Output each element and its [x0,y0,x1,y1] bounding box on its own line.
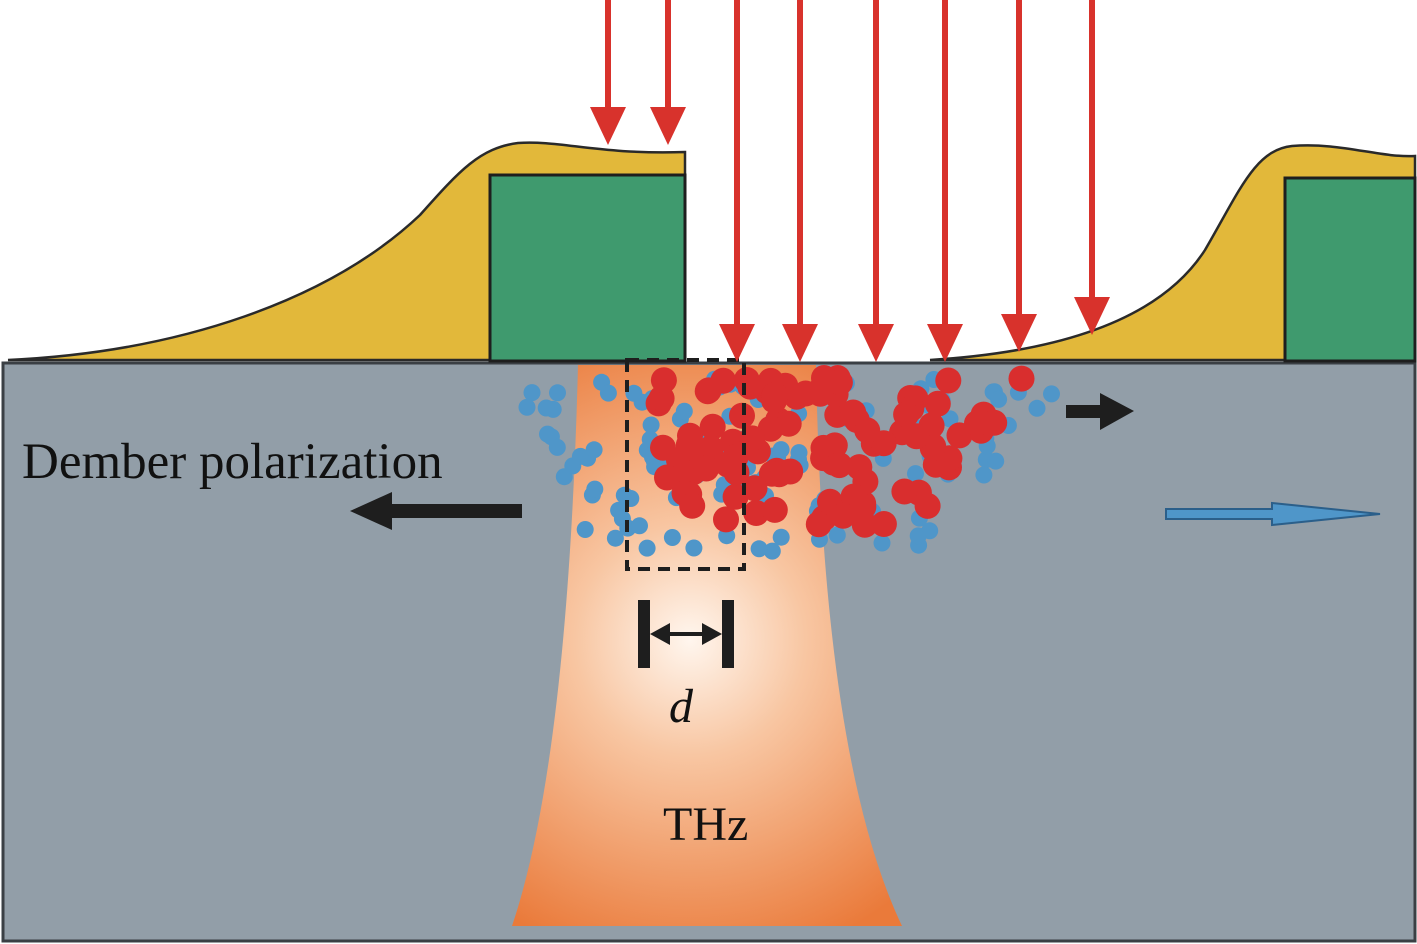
electron-dot [699,413,726,440]
hole-dot [625,384,643,402]
hole-dot [663,529,681,546]
hole-dot [518,398,536,416]
hole-dot [1043,385,1060,403]
hole-dot [941,410,959,428]
hole-dot [685,539,703,557]
laser-arrow [719,0,755,362]
hole-dot [1028,399,1046,417]
thz-emission-beam [512,365,902,926]
electron-dot [766,461,793,488]
left-metal-contact [488,173,687,363]
hole-dot [750,540,768,558]
hole-dot [909,527,927,545]
hole-dot [548,438,566,456]
laser-arrow [782,0,818,362]
electron-drift-arrow [1066,393,1134,430]
left-field-profile [7,141,687,362]
electron-dot [914,492,941,519]
electron-dot [981,409,1008,436]
gap-d-label: d [669,680,694,733]
thz-label: THz [663,798,748,851]
laser-arrow [1074,0,1110,335]
dember-region-box [625,358,746,571]
electron-dot [761,496,788,523]
electron-dot [924,390,951,417]
electron-dot [821,432,848,459]
hole-dot [576,521,594,538]
electron-dot [826,369,853,396]
hole-dot [873,534,891,552]
laser-excitation-arrows [590,0,1110,362]
hole-dot [571,447,589,465]
laser-arrow [1001,0,1037,352]
hole-dot [990,390,1008,408]
hole-dot [585,441,603,459]
electron-dot [741,475,768,502]
hole-dot [675,402,693,420]
hole-dot [772,441,790,459]
right-electrode [929,144,1417,363]
hole-dot [987,452,1005,470]
electron-dot [903,423,930,450]
electron-dot [851,511,878,538]
hole-dot [622,490,640,507]
electron-dot [650,367,677,394]
hole-dot [606,529,624,547]
electron-dot [840,399,867,426]
hole-dot [638,539,656,557]
electron-dot [650,434,676,461]
hole-dot [975,466,993,484]
hole-dot [828,526,846,544]
electron-dot [677,422,703,449]
electron-dot [729,402,755,429]
electron-dot [805,378,832,405]
electron-dot [761,382,788,409]
electron-dot [840,483,867,510]
left-electrode [7,141,687,363]
polarization-arrow-left [350,492,522,530]
right-metal-contact [1283,176,1417,363]
dember-polarization-label: Dember polarization [22,434,443,490]
laser-arrow [590,0,626,145]
hole-dot [549,384,566,402]
laser-arrow [650,0,686,145]
electron-dot [679,492,706,519]
electron-dot [710,367,737,394]
electron-dot [805,511,832,538]
electron-dot [713,506,739,533]
laser-arrow [927,0,963,362]
electron-dot [870,511,897,537]
hole-dot [907,465,924,483]
right-field-profile [929,144,1417,362]
electron-dot [826,452,853,479]
hole-dot [586,480,604,498]
electron-dot [693,455,720,482]
electron-dot [1008,365,1035,392]
electron-dot [697,435,724,462]
electron-dot [854,417,881,444]
electron-dot [737,373,764,400]
hole-dot [631,517,648,535]
hole-dot [642,416,660,434]
electron-dot [893,401,920,428]
electron-dot [775,410,802,437]
electron-dot [830,502,857,529]
hole-drift-arrow [1165,501,1381,527]
hole-dot [537,399,555,417]
hole-dot [772,528,790,546]
laser-arrow [858,0,894,362]
electron-dot [891,478,918,505]
electron-dot [935,367,962,394]
hole-dot [523,384,541,402]
electron-dot [654,464,680,491]
gap-width-marker [638,600,734,668]
hole-dot [599,384,617,402]
hole-dot [763,542,781,560]
